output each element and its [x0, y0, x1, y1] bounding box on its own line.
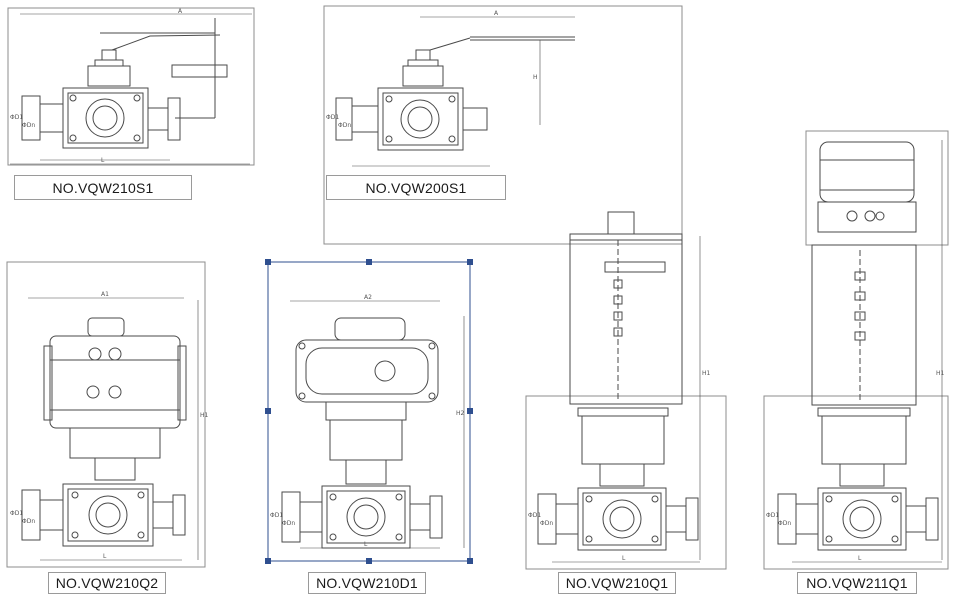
selection-handle-bm[interactable]: [366, 558, 372, 564]
dim-dn-210q1: ΦDn: [540, 520, 554, 527]
dim-a-200s1: A: [494, 10, 499, 17]
dim-d1-210s1: ΦD1: [10, 114, 24, 121]
selection-handle-tl[interactable]: [265, 259, 271, 265]
selection-handle-bl[interactable]: [265, 558, 271, 564]
dim-dn-210d1: ΦDn: [282, 520, 296, 527]
dim-l-210s1: L: [101, 157, 105, 164]
valve-drawing-210q1: [537, 211, 701, 563]
model-label-210d1: NO.VQW210D1: [308, 572, 426, 594]
valve-drawing-210q2: [21, 297, 199, 561]
selection-handle-mr[interactable]: [467, 408, 473, 414]
valve-drawing-210s1: [10, 13, 252, 165]
dim-h1-210q2: H1: [200, 412, 209, 419]
dim-h1-210q1: H1: [702, 370, 711, 377]
dim-h-200s1: H: [533, 74, 538, 81]
dim-dn-200s1: ΦDn: [338, 122, 352, 129]
dim-d1-210q1: ΦD1: [528, 512, 542, 519]
panel-frame-211q1: [763, 395, 949, 570]
dim-a1-210q2: A1: [101, 291, 109, 298]
valve-drawing-200s1: [335, 16, 575, 167]
model-label-210s1: NO.VQW210S1: [14, 175, 192, 200]
dim-h1-211q1: H1: [936, 370, 945, 377]
panel-frame-211q1-top: [805, 130, 949, 246]
model-label-210q1: NO.VQW210Q1: [558, 572, 676, 594]
dim-l-210q1: L: [622, 555, 626, 562]
panel-frame-200s1: [323, 5, 683, 245]
panel-frame-210s1: [7, 7, 255, 166]
dim-d1-210d1: ΦD1: [270, 512, 284, 519]
dim-d1-211q1: ΦD1: [766, 512, 780, 519]
valve-drawing-211q1: [777, 140, 943, 563]
dim-d1-210q2: ΦD1: [10, 510, 24, 517]
dim-d1-200s1: ΦD1: [326, 114, 340, 121]
selection-box: [267, 261, 471, 562]
dim-h2-210d1: H2: [456, 410, 465, 417]
selection-handle-tr[interactable]: [467, 259, 473, 265]
valve-drawing-210d1: [281, 300, 465, 549]
dim-dn-211q1: ΦDn: [778, 520, 792, 527]
selection-handle-ml[interactable]: [265, 408, 271, 414]
dim-a-210s1: A: [178, 8, 183, 15]
model-label-211q1: NO.VQW211Q1: [797, 572, 917, 594]
dim-l-211q1: L: [858, 555, 862, 562]
model-label-210q2: NO.VQW210Q2: [48, 572, 166, 594]
panel-frame-210q2: [6, 261, 206, 568]
dim-a2-210d1: A2: [364, 294, 372, 301]
selection-handle-br[interactable]: [467, 558, 473, 564]
dim-dn-210s1: ΦDn: [22, 122, 36, 129]
dim-l-210d1: L: [364, 541, 368, 548]
dim-dn-210q2: ΦDn: [22, 518, 36, 525]
dim-l-210q2: L: [103, 553, 107, 560]
panel-frame-210q1: [525, 395, 727, 570]
model-label-200s1: NO.VQW200S1: [326, 175, 506, 200]
selection-handle-tm[interactable]: [366, 259, 372, 265]
